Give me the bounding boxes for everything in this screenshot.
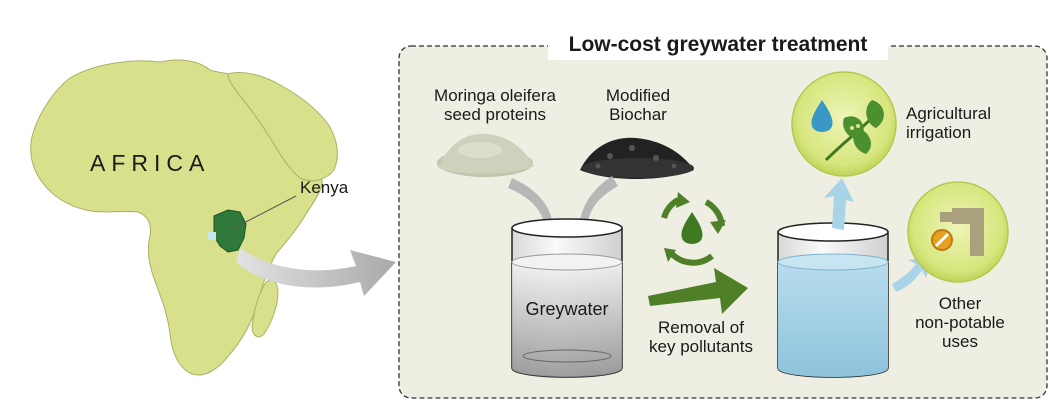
- greywater-beaker: [511, 218, 623, 378]
- kenya-country: [213, 209, 247, 253]
- madagascar: [251, 279, 279, 338]
- biochar-pile: [580, 137, 694, 179]
- panel-title: Low-cost greywater treatment: [568, 33, 868, 56]
- biochar-label-line1: Modified: [605, 86, 671, 105]
- treated-water-beaker: [777, 222, 889, 378]
- other-uses-label-line1: Other: [938, 294, 982, 313]
- tap-icon: [952, 208, 984, 256]
- africa-label: AFRICA: [90, 150, 211, 176]
- africa-map: [30, 59, 338, 376]
- biochar-label-line2: Biochar: [609, 105, 667, 124]
- other-uses-label-line3: uses: [942, 332, 978, 351]
- other-uses-label-line2: non-potable: [915, 313, 1005, 332]
- panel-title-background: [548, 30, 888, 60]
- moringa-label-line2: seed proteins: [443, 105, 547, 124]
- lake-victoria: [208, 232, 216, 240]
- kenya-label: Kenya: [300, 178, 349, 197]
- process-arrow: [648, 268, 748, 314]
- to-irrigation-arrow: [824, 178, 854, 230]
- non-potable-icon: [907, 181, 1009, 283]
- map-to-panel-arrow: [236, 248, 396, 296]
- irrigation-label-line1: Agricultural: [906, 104, 992, 123]
- arabian-peninsula: [227, 72, 338, 182]
- irrigation-icon: [791, 71, 897, 177]
- irrigation-label-line2: irrigation: [906, 123, 972, 142]
- moringa-powder-pile: [437, 133, 534, 177]
- moringa-label-line1: Moringa oleifera: [434, 86, 556, 105]
- water-drop-icon: [811, 100, 833, 132]
- greywater-label: Greywater: [525, 299, 609, 319]
- process-label-line2: key pollutants: [649, 337, 753, 356]
- kenya-leader-line: [233, 195, 297, 229]
- process-label-line1: Removal of: [658, 318, 744, 337]
- recycle-drop-icon: [661, 192, 726, 266]
